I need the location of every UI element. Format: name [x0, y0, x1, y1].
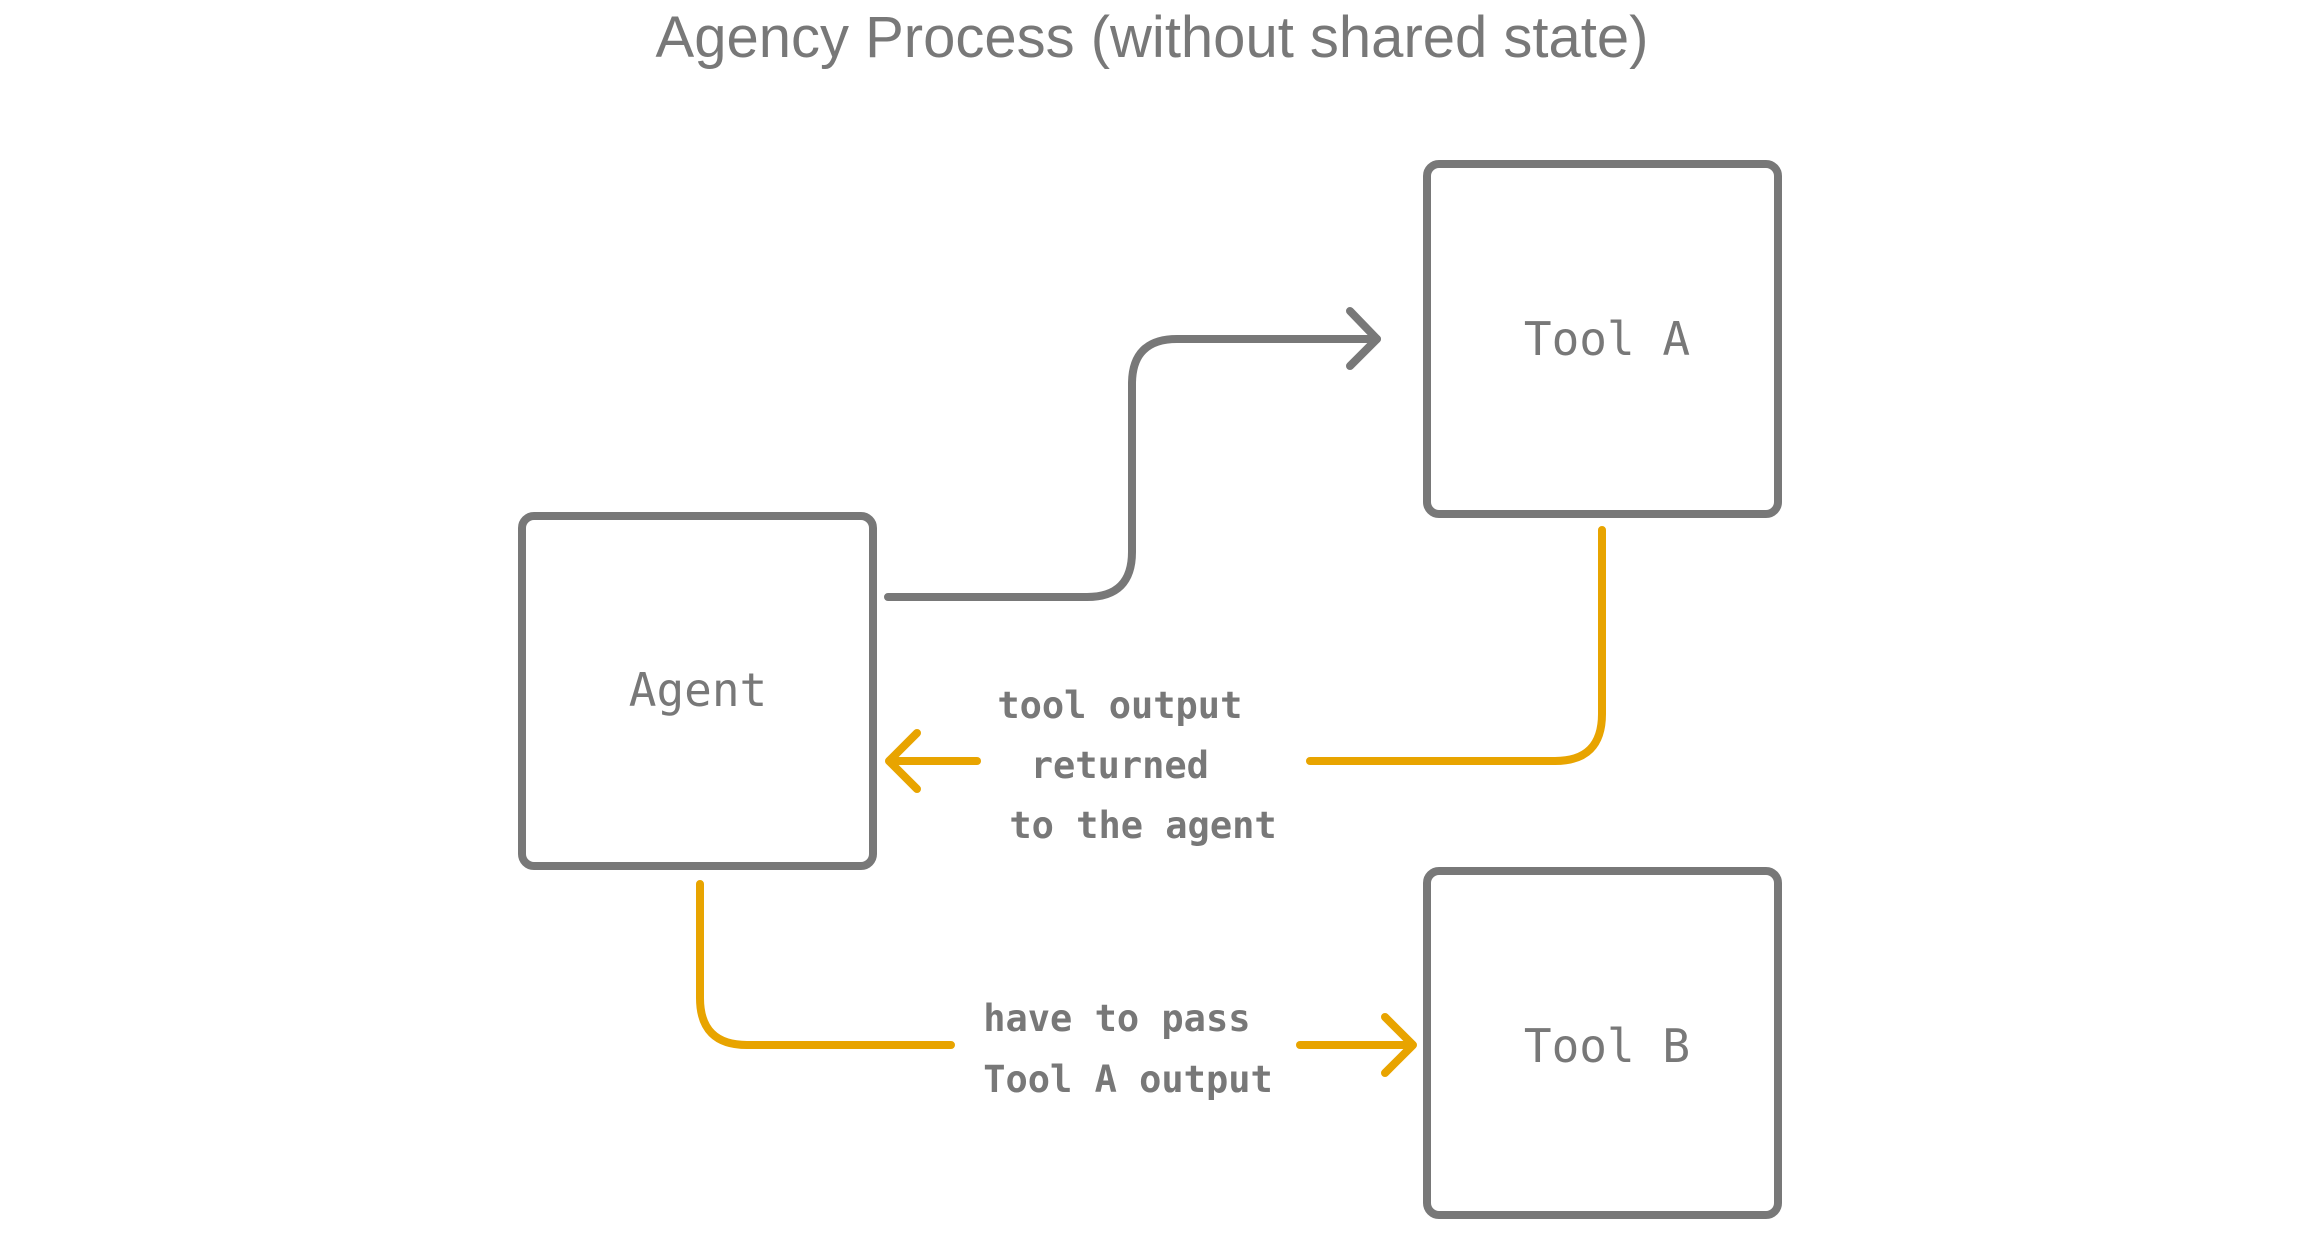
edge-agent-to-tool-a — [884, 307, 1381, 601]
edge-label-line: to the agent — [1009, 804, 1276, 847]
edge-agent-to-tool-a-line — [884, 335, 1381, 601]
edge-label-line: tool output — [997, 684, 1242, 727]
node-tool-a-box — [1423, 160, 1782, 518]
edge-tool-a-to-agent: tool output returned to the agent — [885, 526, 1606, 847]
node-tool-b-label: Tool B — [1524, 1019, 1690, 1073]
edge-label-line: have to pass — [983, 997, 1250, 1040]
node-agent-label: Agent — [629, 663, 767, 717]
edge-agent-to-tool-b-line — [696, 880, 955, 1049]
edge-label-line: returned — [1031, 744, 1209, 787]
arrow-left-icon — [885, 729, 921, 793]
edge-tool-a-to-agent-label: tool output returned to the agent — [997, 684, 1276, 847]
node-tool-a[interactable]: Tool A — [1423, 160, 1782, 518]
arrow-right-icon — [1381, 1013, 1417, 1077]
arrow-right-icon — [1346, 307, 1381, 370]
node-agent[interactable]: Agent — [518, 512, 877, 870]
node-tool-a-label: Tool A — [1524, 312, 1690, 366]
node-tool-b-box — [1423, 867, 1782, 1219]
node-agent-box — [518, 512, 877, 870]
edge-agent-to-tool-b-label: have to pass Tool A output — [983, 997, 1273, 1101]
diagram-title: Agency Process (without shared state) — [656, 5, 1649, 70]
edge-tool-a-to-agent-line — [1306, 526, 1606, 765]
node-tool-b[interactable]: Tool B — [1423, 867, 1782, 1219]
edge-agent-to-tool-b: have to pass Tool A output — [696, 880, 1417, 1101]
edge-label-line: Tool A output — [983, 1058, 1273, 1101]
